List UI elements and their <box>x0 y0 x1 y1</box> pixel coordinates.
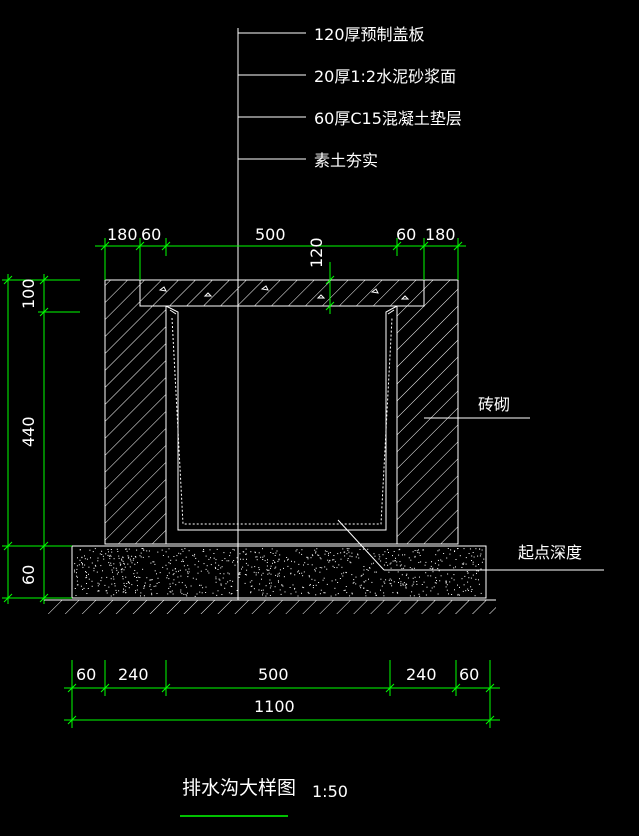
top-dim-60-left: 60 <box>141 225 161 244</box>
compacted-soil <box>44 599 496 614</box>
brick-wall-left <box>104 279 167 545</box>
label-compacted-soil: 素土夯实 <box>314 151 378 170</box>
label-mortar-face: 20厚1:2水泥砂浆面 <box>314 67 456 86</box>
title-text: 排水沟大样图 <box>182 777 296 799</box>
brick-leader: 砖砌 <box>424 395 530 419</box>
bottom-dim-60-left: 60 <box>76 665 96 684</box>
bottom-dim-60-right: 60 <box>459 665 479 684</box>
left-dim-60: 60 <box>19 565 38 585</box>
channel-lining <box>165 305 398 545</box>
top-dim-180-left: 180 <box>107 225 138 244</box>
brick-wall-right <box>396 279 459 545</box>
top-dim-180-right: 180 <box>425 225 456 244</box>
concrete-cushion <box>71 545 487 599</box>
label-start-depth: 起点深度 <box>518 543 582 562</box>
left-dimensions: 100 440 60 <box>2 274 80 604</box>
cover-dim-120: 120 <box>307 237 326 268</box>
start-depth-leader: 起点深度 <box>337 519 604 571</box>
bottom-dim-500: 500 <box>258 665 289 684</box>
label-cover-slab: 120厚预制盖板 <box>314 25 425 44</box>
bottom-dim-240-right: 240 <box>406 665 437 684</box>
left-dim-440: 440 <box>19 416 38 447</box>
cover-slab <box>139 279 425 307</box>
top-dim-60-right: 60 <box>396 225 416 244</box>
cushion-speckle <box>74 548 485 597</box>
title-scale: 1:50 <box>312 782 348 801</box>
bottom-dimensions: 60 240 500 240 60 1100 <box>64 660 500 728</box>
label-brick: 砖砌 <box>478 395 510 414</box>
top-dimensions: 180 60 500 60 180 120 <box>95 225 466 314</box>
top-dim-500: 500 <box>255 225 286 244</box>
label-concrete-cushion: 60厚C15混凝土垫层 <box>314 109 462 128</box>
layer-leader: 120厚预制盖板 20厚1:2水泥砂浆面 60厚C15混凝土垫层 素土夯实 <box>237 25 462 600</box>
drawing-title: 排水沟大样图 1:50 <box>180 777 348 817</box>
bottom-dim-240-left: 240 <box>118 665 149 684</box>
bottom-dim-total-1100: 1100 <box>254 697 295 716</box>
left-dim-100: 100 <box>19 278 38 309</box>
cover-slab-aggregate <box>158 285 410 300</box>
